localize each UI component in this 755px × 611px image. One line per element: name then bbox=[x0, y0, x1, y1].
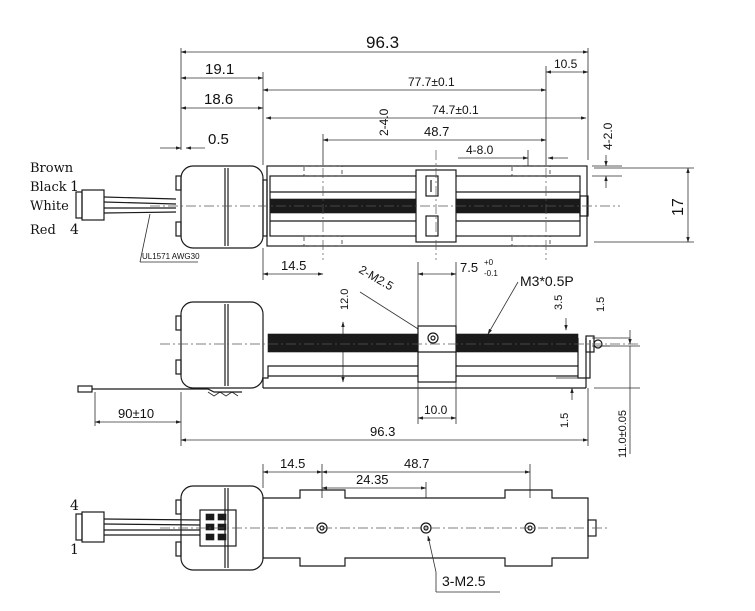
top-view: 96.3 19.1 77.7±0.1 10.5 18.6 74.7±0.1 2-… bbox=[30, 33, 694, 280]
tol-lower: -0.1 bbox=[484, 269, 498, 278]
dim-48-7-bottom: 48.7 bbox=[404, 456, 429, 471]
dim-12: 12.0 bbox=[339, 289, 351, 310]
dim-1-5-top: 1.5 bbox=[595, 297, 607, 312]
dim-18-6: 18.6 bbox=[204, 91, 233, 108]
dim-14-5-bottom: 14.5 bbox=[280, 456, 305, 471]
pin-1-bottom-label: 1 bbox=[70, 542, 79, 558]
dim-overall-length-side: 96.3 bbox=[370, 424, 395, 439]
wire-brown: Brown bbox=[30, 161, 74, 176]
dim-77-7: 77.7±0.1 bbox=[408, 75, 455, 89]
dim-4-2: 4-2.0 bbox=[601, 122, 615, 150]
bottom-view: 14.5 48.7 24.35 bbox=[70, 456, 610, 593]
dim-24-35: 24.35 bbox=[356, 472, 389, 487]
dim-10-5: 10.5 bbox=[554, 57, 578, 71]
pin-1-label: 1 bbox=[70, 179, 79, 195]
wire-red: Red bbox=[30, 223, 56, 238]
cable-spec: UL1571 AWG30 bbox=[142, 252, 200, 261]
thread-spec: M3*0.5P bbox=[520, 273, 574, 289]
dim-90: 90±10 bbox=[118, 406, 154, 421]
dim-0-5: 0.5 bbox=[208, 131, 229, 148]
tol-upper: +0 bbox=[484, 258, 494, 267]
dim-14-5-top: 14.5 bbox=[281, 258, 306, 273]
dim-19-1: 19.1 bbox=[205, 61, 234, 78]
dim-4-8: 4-8.0 bbox=[466, 143, 494, 157]
hole-2m25: 2-M2.5 bbox=[357, 262, 397, 293]
hole-3m25: 3-M2.5 bbox=[442, 573, 486, 589]
dim-48-7: 48.7 bbox=[424, 124, 449, 139]
dim-overall-length: 96.3 bbox=[366, 33, 399, 52]
pin-4-bottom-label: 4 bbox=[70, 498, 79, 514]
dim-height-17: 17 bbox=[670, 198, 687, 216]
dim-10: 10.0 bbox=[424, 403, 448, 417]
dim-74-7: 74.7±0.1 bbox=[432, 103, 479, 117]
dim-height-11: 11.0±0.05 bbox=[617, 410, 629, 458]
pin-4-label: 4 bbox=[70, 222, 79, 238]
wire-black: Black bbox=[30, 180, 67, 195]
side-view: 7.5 +0 -0.1 M3*0.5P 2-M2.5 12.0 3.5 1.5 bbox=[77, 258, 640, 458]
dim-7-5: 7.5 bbox=[460, 260, 478, 275]
dim-2-4: 2-4.0 bbox=[377, 108, 391, 136]
dim-3-5: 3.5 bbox=[553, 295, 565, 310]
wire-white: White bbox=[30, 199, 69, 214]
dim-1-5-bottom: 1.5 bbox=[559, 413, 571, 428]
